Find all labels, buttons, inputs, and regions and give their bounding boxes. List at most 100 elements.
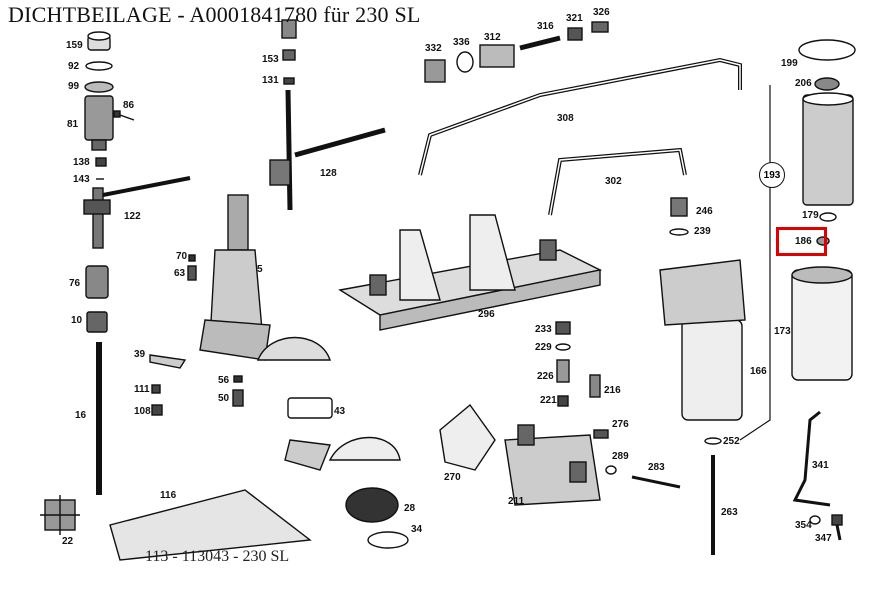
part-111-108-screws — [151, 384, 163, 416]
part-label: 173 — [774, 326, 791, 337]
part-label: 326 — [593, 7, 610, 18]
part-label: 354 — [795, 520, 812, 531]
part-86-screw — [113, 110, 135, 121]
part-166-bracket — [739, 85, 771, 441]
part-43-gasket — [287, 397, 333, 419]
part-filter-body — [659, 259, 746, 421]
part-211-housing — [504, 424, 601, 506]
part-label: 206 — [795, 78, 812, 89]
part-label: 16 — [75, 410, 87, 421]
part-22-impeller — [40, 495, 80, 535]
part-39-bracket — [149, 354, 187, 369]
part-label: 246 — [696, 206, 713, 217]
part-308-line — [418, 57, 742, 176]
part-label: 92 — [68, 61, 80, 72]
part-cap — [256, 336, 331, 361]
part-34-clip — [367, 531, 409, 549]
part-179-gasket — [819, 212, 837, 222]
part-76-bushing — [85, 265, 109, 299]
part-label: 138 — [73, 157, 90, 168]
diagram-footer: 113 - 113043 - 230 SL — [145, 548, 290, 565]
part-label: 283 — [648, 462, 665, 473]
part-label: 229 — [535, 342, 552, 353]
part-341-pipe — [792, 410, 831, 507]
part-label: 108 — [134, 406, 151, 417]
part-label: 99 — [68, 81, 80, 92]
part-99-ring — [84, 81, 114, 93]
part-5-distributor-housing — [199, 194, 271, 361]
part-label: 226 — [537, 371, 554, 382]
part-label: 122 — [124, 211, 141, 222]
part-filter-element — [802, 92, 854, 206]
part-label: 111 — [134, 384, 150, 395]
part-label: 39 — [134, 349, 146, 360]
part-label: 128 — [320, 168, 337, 179]
part-label: 22 — [62, 536, 74, 547]
part-label: 5 — [257, 264, 263, 275]
part-label: 239 — [694, 226, 711, 237]
part-label: 10 — [71, 315, 83, 326]
part-dome — [284, 436, 401, 471]
part-label: 216 — [604, 385, 621, 396]
part-label: 289 — [612, 451, 629, 462]
part-label: 63 — [174, 268, 186, 279]
part-label: 316 — [537, 21, 554, 32]
part-label: 308 — [557, 113, 574, 124]
part-label: 143 — [73, 174, 90, 185]
part-116-shield — [109, 489, 312, 561]
part-label: 159 — [66, 40, 83, 51]
part-63-70-bolts — [187, 254, 197, 281]
part-276-289-283 — [593, 429, 681, 489]
part-159-cap — [87, 31, 111, 51]
part-label: 179 — [802, 210, 819, 221]
part-label: 86 — [123, 100, 135, 111]
part-302-line — [548, 147, 687, 216]
part-label: 233 — [535, 324, 552, 335]
part-173-bowl — [791, 266, 853, 381]
part-label: 34 — [411, 524, 423, 535]
part-label: 341 — [812, 460, 829, 471]
part-label: 81 — [67, 119, 79, 130]
highlight-box-186 — [776, 227, 827, 256]
part-label: 302 — [605, 176, 622, 187]
part-92-washer — [85, 61, 113, 71]
part-233-216 — [555, 321, 601, 407]
part-label: 270 — [444, 472, 461, 483]
part-label: 166 — [750, 366, 767, 377]
part-312-316 — [479, 21, 609, 68]
part-label: 252 — [723, 436, 740, 447]
part-label: 76 — [69, 278, 81, 289]
part-label: 186 — [795, 236, 812, 247]
part-label: 296 — [478, 309, 495, 320]
part-246-239 — [669, 197, 689, 236]
part-label: 70 — [176, 251, 188, 262]
part-label: 276 — [612, 419, 629, 430]
part-206-seal — [814, 77, 840, 91]
part-label: 153 — [262, 54, 279, 65]
part-270-plate — [439, 403, 496, 471]
part-label: 221 — [540, 395, 557, 406]
part-label: 332 — [425, 43, 442, 54]
part-199-ring — [798, 39, 856, 61]
diagram-title: DICHTBEILAGE - A0001841780 für 230 SL — [8, 2, 421, 27]
part-label: 199 — [781, 58, 798, 69]
part-122-gear-shaft — [83, 176, 191, 249]
part-153-131 — [281, 19, 297, 85]
part-138-nut — [95, 157, 107, 167]
part-28-cap — [345, 487, 399, 523]
part-81-housing — [84, 95, 114, 151]
part-label: 131 — [262, 75, 279, 86]
part-label: 312 — [484, 32, 501, 43]
part-10-sleeve — [86, 311, 108, 333]
part-label: 56 — [218, 375, 230, 386]
part-label: 263 — [721, 507, 738, 518]
part-label: 43 — [334, 406, 346, 417]
part-label: 347 — [815, 533, 832, 544]
part-label: 28 — [404, 503, 416, 514]
part-label: 50 — [218, 393, 230, 404]
part-label: 321 — [566, 13, 583, 24]
part-label: 336 — [453, 37, 470, 48]
part-296-pump-block — [338, 214, 603, 331]
